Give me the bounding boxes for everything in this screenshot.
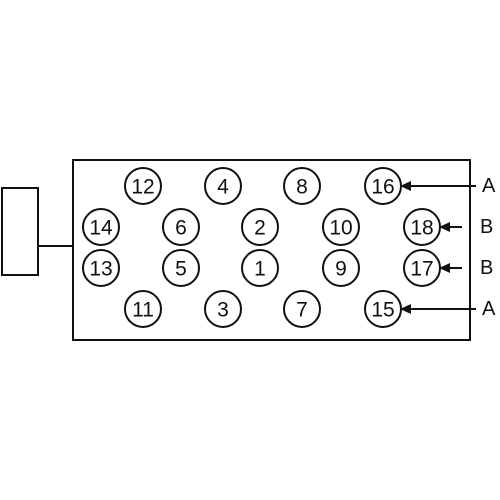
bolt-number: 7: [296, 299, 308, 322]
bolt-circle: [124, 290, 162, 328]
bolt-number: 1: [254, 258, 266, 281]
bolt-3: 3: [204, 290, 242, 328]
callout-label: A: [482, 175, 496, 197]
bolt-18: 18: [403, 208, 441, 246]
bolt-circle: [82, 208, 120, 246]
bolt-1: 1: [241, 249, 279, 287]
bolt-circle: [322, 208, 360, 246]
cylinder-head-outline: [72, 159, 471, 341]
callout-label: B: [480, 216, 493, 238]
bolt-number: 10: [329, 217, 352, 240]
bolt-9: 9: [322, 249, 360, 287]
bolt-number: 3: [217, 299, 229, 322]
arrowhead-icon: [439, 222, 450, 232]
bolt-number: 8: [296, 176, 308, 199]
bolt-number: 16: [371, 176, 394, 199]
bolt-17: 17: [403, 249, 441, 287]
bolt-number: 6: [175, 217, 187, 240]
bolt-number: 4: [217, 176, 229, 199]
callout-label: B: [480, 257, 493, 279]
callout-label: A: [482, 298, 496, 320]
arrowhead-icon: [439, 263, 450, 273]
arrowhead-icon: [400, 304, 411, 314]
arrowhead-icon: [400, 181, 411, 191]
bolt-number: 15: [371, 299, 394, 322]
bolt-circle: [283, 167, 321, 205]
bolt-6: 6: [162, 208, 200, 246]
callout-b-17: B: [439, 257, 493, 279]
bolt-circle: [162, 249, 200, 287]
bolt-circle: [283, 290, 321, 328]
bolt-8: 8: [283, 167, 321, 205]
bolt-circle: [322, 249, 360, 287]
bolt-2: 2: [241, 208, 279, 246]
bolt-7: 7: [283, 290, 321, 328]
bolt-4: 4: [204, 167, 242, 205]
bolt-circle: [204, 167, 242, 205]
bolt-12: 12: [124, 167, 162, 205]
bolt-16: 16: [364, 167, 402, 205]
bolt-circle: [82, 249, 120, 287]
bolt-number: 14: [89, 217, 113, 240]
bolts-layer: 12 4 8 16 14 6 2 10 18 13 5 1 9 17 11 3 7 15: [82, 167, 441, 328]
bolt-circle: [241, 249, 279, 287]
bolt-circle: [162, 208, 200, 246]
end-component-outline: [1, 187, 39, 276]
bolt-circle: [204, 290, 242, 328]
bolt-13: 13: [82, 249, 120, 287]
bolt-number: 17: [410, 258, 433, 281]
callout-a-16: A: [400, 175, 496, 197]
bolt-15: 15: [364, 290, 402, 328]
bolt-14: 14: [82, 208, 120, 246]
bolt-circle: [124, 167, 162, 205]
bolt-10: 10: [322, 208, 360, 246]
callout-a-15: A: [400, 298, 496, 320]
callout-b-18: B: [439, 216, 493, 238]
bolt-number: 13: [89, 258, 112, 281]
bolt-number: 9: [335, 258, 347, 281]
bolt-number: 5: [175, 258, 187, 281]
bolt-number: 11: [132, 299, 154, 322]
bolt-circle: [241, 208, 279, 246]
bolt-number: 2: [254, 217, 266, 240]
bolt-number: 18: [410, 217, 433, 240]
bolt-number: 12: [131, 176, 154, 199]
bolt-11: 11: [124, 290, 162, 328]
bolt-5: 5: [162, 249, 200, 287]
